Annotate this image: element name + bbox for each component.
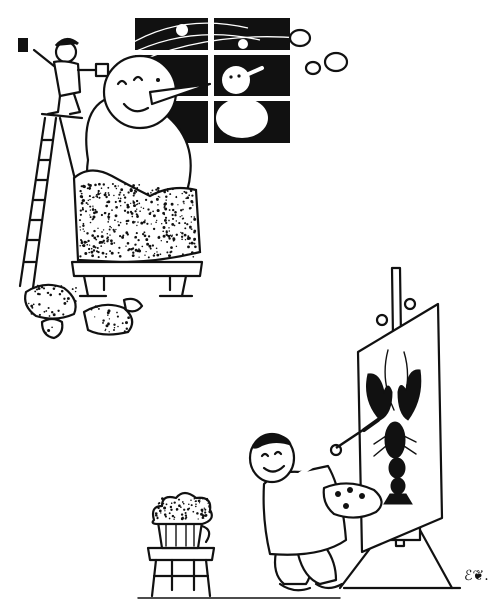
lobster-painting	[366, 349, 422, 505]
rough-snow-texture	[78, 182, 197, 259]
window-reflection	[216, 66, 268, 138]
sculpture-pedestal	[70, 260, 204, 298]
beer-mug	[151, 491, 213, 550]
fallen-chunks-texture	[28, 284, 130, 335]
stool	[146, 546, 216, 598]
flying-snowballs	[288, 28, 349, 76]
artist-signature: ℰ❦.	[464, 568, 489, 584]
sculptor-figure	[18, 38, 110, 116]
painter-figure	[248, 418, 383, 592]
beer-foam-texture	[154, 497, 212, 521]
fallen-chunks	[24, 283, 144, 340]
ladder	[18, 112, 84, 290]
